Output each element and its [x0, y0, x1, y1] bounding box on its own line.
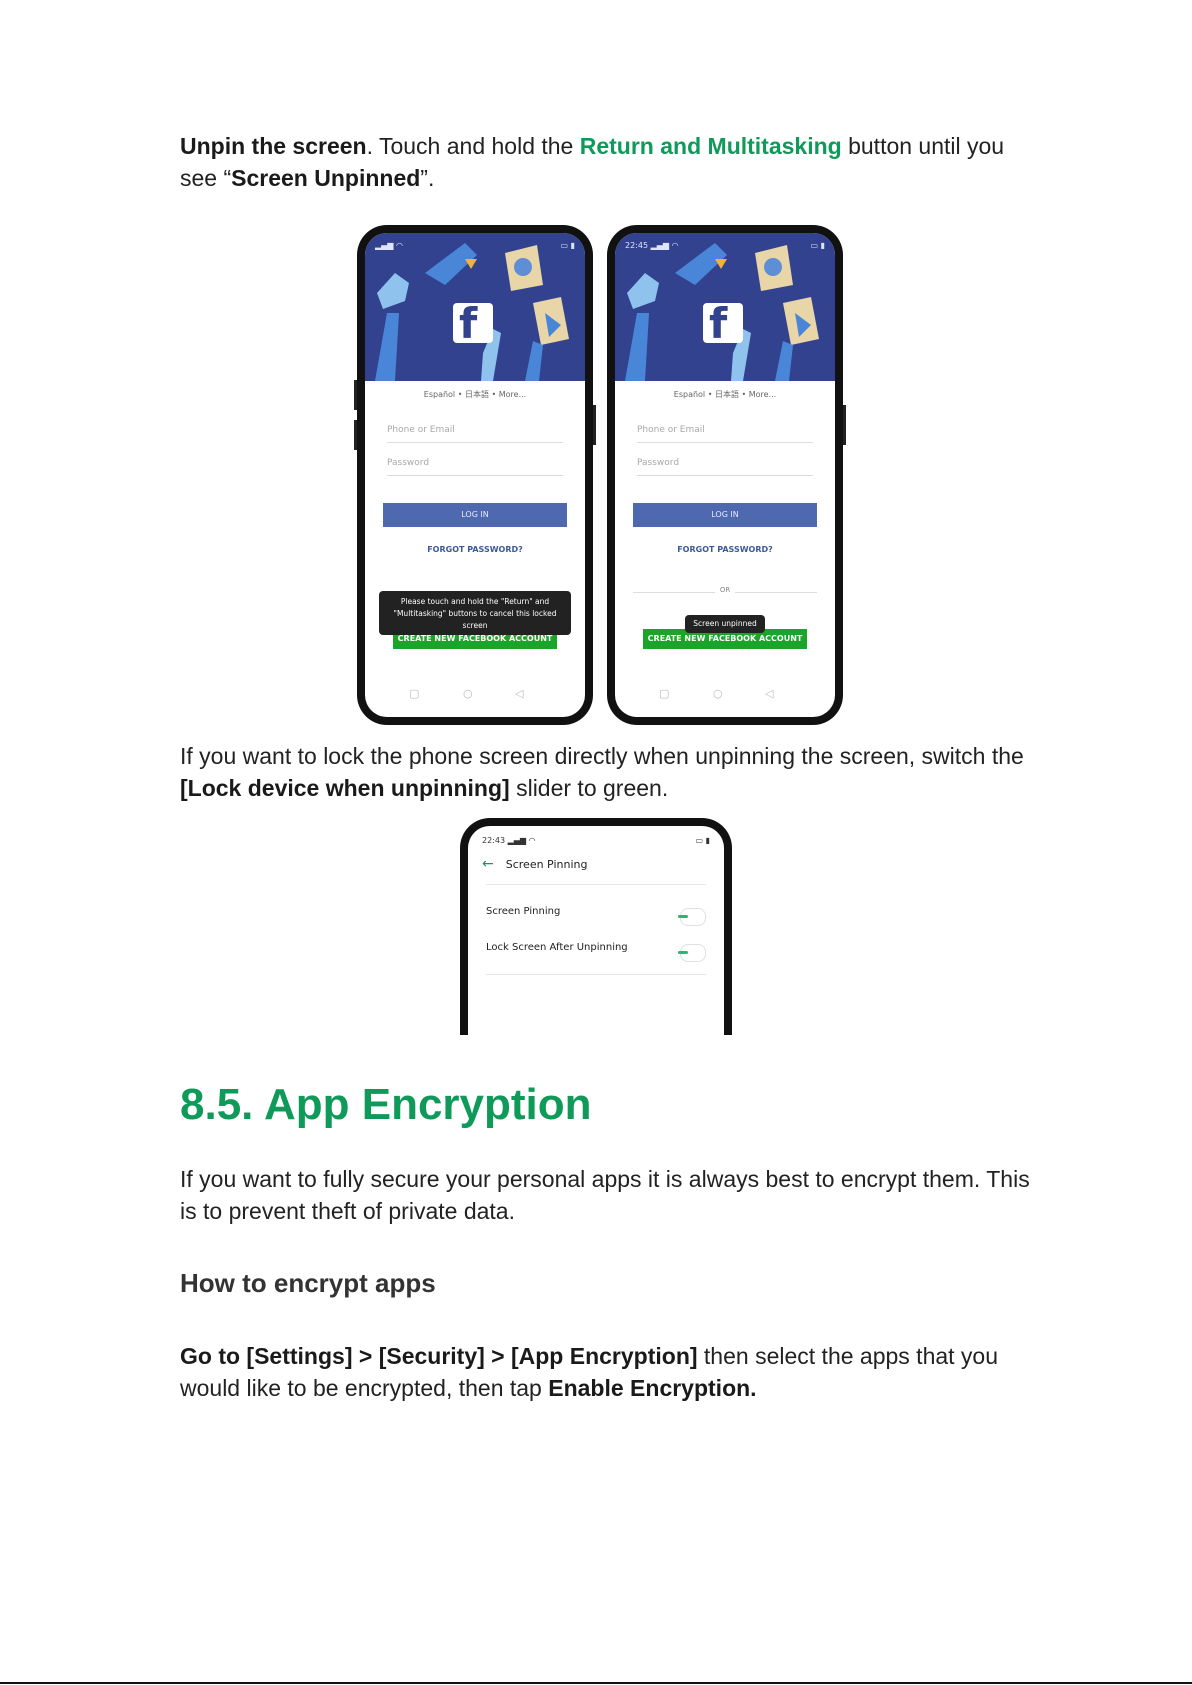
status-time: 22:45 — [625, 241, 649, 250]
language-links[interactable]: Español • 日本語 • More... — [673, 390, 777, 399]
lock-after-unpinning-toggle[interactable] — [678, 944, 706, 962]
login-button[interactable]: LOG IN — [633, 503, 817, 527]
divider — [486, 884, 706, 885]
screen-pinning-label: Screen Pinning — [486, 906, 561, 917]
facebook-logo-icon: f — [453, 299, 493, 348]
settings-screen: 22:43 ▂▄▆ ◠ ▭ ▮ ← Screen Pinning Screen Pi… — [468, 826, 724, 1035]
phone-right: 22:45 ▂▄▆ ◠ ▭ ▮ f Español • 日本語 • More...… — [607, 225, 846, 725]
recents-icon[interactable]: ▢ — [659, 687, 670, 700]
signal-icon: ▂▄▆ ◠ — [648, 241, 679, 250]
phone-right-screen: 22:45 ▂▄▆ ◠ ▭ ▮ f Español • 日本語 • More...… — [615, 233, 835, 717]
status-bar: ▂▄▆ ◠ ▭ ▮ — [375, 241, 575, 253]
unpin-text-2: button until you see “ — [180, 133, 1005, 191]
navigation-bar: ▢ ○ ◁ — [365, 687, 585, 703]
screen-pinning-toggle[interactable] — [678, 908, 706, 926]
unpin-text-1: . Touch and hold the — [366, 133, 580, 159]
phone-left-screen: ▂▄▆ ◠ ▭ ▮ f Español • 日本語 • More... Phone… — [365, 233, 585, 717]
signal-icon: ▂▄▆ ◠ — [375, 241, 403, 250]
power-button — [843, 405, 846, 445]
create-account-button[interactable]: CREATE NEW FACEBOOK ACCOUNT — [643, 629, 807, 649]
return-multitasking-highlight: Return and Multitasking — [579, 133, 842, 159]
enable-encryption-bold: Enable Encryption. — [548, 1375, 757, 1401]
status-bar: 22:43 ▂▄▆ ◠ ▭ ▮ — [482, 836, 710, 845]
divider — [486, 974, 706, 975]
lock-device-bold: [Lock device when unpinning] — [180, 775, 510, 801]
page-bottom-rule — [0, 1682, 1192, 1684]
phone-email-input[interactable]: Phone or Email — [387, 415, 563, 443]
home-icon[interactable]: ○ — [463, 687, 473, 700]
settings-title: Screen Pinning — [505, 858, 588, 871]
password-input[interactable]: Password — [387, 448, 563, 476]
phone-settings: 22:43 ▂▄▆ ◠ ▭ ▮ ← Screen Pinning Screen Pi… — [460, 818, 732, 1035]
settings-path-bold: Go to [Settings] > [Security] > [App Enc… — [180, 1343, 698, 1369]
forgot-password-link[interactable]: FORGOT PASSWORD? — [427, 545, 523, 554]
back-icon[interactable]: ◁ — [515, 687, 524, 700]
facebook-hero-banner: ▂▄▆ ◠ ▭ ▮ f — [365, 233, 585, 381]
screen-unpinned-toast: Screen unpinned — [685, 615, 765, 633]
locked-screen-toast: Please touch and hold the "Return" and "… — [379, 591, 571, 635]
encryption-intro: If you want to fully secure your persona… — [180, 1166, 1030, 1224]
or-label: OR — [615, 586, 835, 594]
section-heading: 8.5. App Encryption — [180, 1080, 592, 1129]
facebook-illustration — [375, 243, 569, 381]
or-text: OR — [714, 586, 736, 594]
unpin-text-3: ”. — [420, 165, 435, 191]
phone-settings-crop: 22:43 ▂▄▆ ◠ ▭ ▮ ← Screen Pinning Screen Pi… — [460, 818, 732, 1035]
phone-left: ▂▄▆ ◠ ▭ ▮ f Español • 日本語 • More... Phone… — [354, 225, 596, 725]
battery-icon: ▭ ▮ — [695, 836, 710, 845]
status-time: 22:43 — [482, 836, 506, 845]
forgot-password-link[interactable]: FORGOT PASSWORD? — [677, 545, 773, 554]
settings-header: ← Screen Pinning — [482, 856, 587, 872]
lock-after-unpinning-label: Lock Screen After Unpinning — [486, 942, 628, 953]
unpin-instructions: Unpin the screen. Touch and hold the Ret… — [180, 130, 1030, 194]
battery-icon: ▭ ▮ — [560, 241, 575, 250]
screen-unpinned-bold: Screen Unpinned — [231, 165, 421, 191]
back-arrow-icon[interactable]: ← — [482, 856, 494, 872]
login-button[interactable]: LOG IN — [383, 503, 567, 527]
back-icon[interactable]: ◁ — [765, 687, 774, 700]
facebook-hero-banner: 22:45 ▂▄▆ ◠ ▭ ▮ f — [615, 233, 835, 381]
encryption-steps: Go to [Settings] > [Security] > [App Enc… — [180, 1340, 1030, 1404]
lock-text-1: If you want to lock the phone screen dir… — [180, 743, 1024, 769]
battery-icon: ▭ ▮ — [810, 241, 825, 250]
screen-pinning-row[interactable]: Screen Pinning — [486, 906, 706, 940]
language-links[interactable]: Español • 日本語 • More... — [423, 390, 527, 399]
subheading: How to encrypt apps — [180, 1268, 436, 1298]
phone-email-input[interactable]: Phone or Email — [637, 415, 813, 443]
password-input[interactable]: Password — [637, 448, 813, 476]
steps-text: then select the apps that you would like… — [180, 1343, 999, 1401]
volume-button — [354, 380, 357, 410]
facebook-illustration — [625, 243, 819, 381]
home-icon[interactable]: ○ — [713, 687, 723, 700]
facebook-logo-icon: f — [703, 299, 743, 348]
power-button — [593, 405, 596, 445]
recents-icon[interactable]: ▢ — [409, 687, 420, 700]
lock-device-instructions: If you want to lock the phone screen dir… — [180, 740, 1030, 804]
status-bar: 22:45 ▂▄▆ ◠ ▭ ▮ — [625, 241, 825, 253]
lock-text-2: slider to green. — [509, 775, 669, 801]
navigation-bar: ▢ ○ ◁ — [615, 687, 835, 703]
unpin-bold: Unpin the screen — [180, 133, 367, 159]
lock-after-unpinning-row[interactable]: Lock Screen After Unpinning — [486, 942, 706, 976]
signal-icon: ▂▄▆ ◠ — [505, 836, 536, 845]
volume-button — [354, 420, 357, 450]
